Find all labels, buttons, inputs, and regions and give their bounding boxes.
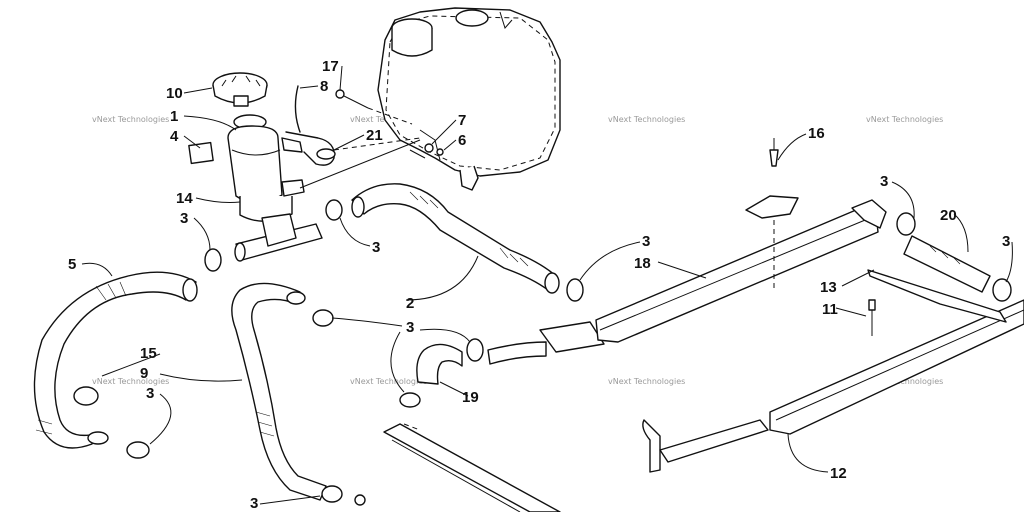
hose-upper (351, 183, 560, 294)
overflow-hose (285, 131, 335, 166)
hose-clamp (399, 392, 421, 408)
hose-clamp (73, 386, 99, 406)
callout-4[interactable]: 4 (170, 128, 179, 145)
callout-5[interactable]: 5 (68, 256, 76, 273)
callout-21[interactable]: 21 (366, 127, 383, 144)
rivet (745, 138, 799, 290)
callout-17[interactable]: 10 (166, 85, 183, 102)
leader-lines (81, 65, 1013, 505)
hose-clamp (312, 309, 334, 327)
watermark: vNext Technologies (350, 377, 427, 386)
bolt (335, 89, 413, 125)
callout-3[interactable]: 3 (406, 319, 414, 336)
short-hose (903, 235, 991, 293)
frame-rail (354, 423, 561, 512)
callout-3[interactable]: 3 (250, 495, 258, 512)
mount-line (333, 137, 421, 151)
hose-middle (231, 282, 327, 501)
watermark: vNext Technologies (866, 377, 943, 386)
callout-12[interactable]: 14 (176, 190, 193, 207)
callout-20[interactable]: 20 (940, 207, 957, 224)
watermark: vNext Technologies (866, 115, 943, 124)
callout-19[interactable]: 19 (462, 389, 479, 406)
callout-3[interactable]: 3 (880, 173, 888, 190)
hose-clamp (466, 338, 484, 362)
watermark: vNext Technologies (92, 115, 169, 124)
nut (436, 148, 444, 156)
callout-3[interactable]: 3 (372, 239, 380, 256)
radiator-cap (212, 72, 268, 107)
watermark: vNext Technologies (92, 377, 169, 386)
washer (424, 143, 434, 153)
callout-8[interactable]: 7 (458, 112, 466, 129)
callout-3[interactable]: 3 (180, 210, 188, 227)
callout-18[interactable]: 18 (634, 255, 651, 272)
hose-clamp (316, 148, 336, 160)
watermark: vNext Technologies (608, 377, 685, 386)
callout-10[interactable]: 9 (140, 365, 148, 382)
hose-clamp (204, 248, 222, 272)
callout-9[interactable]: 8 (320, 78, 328, 95)
elbow-hose (416, 321, 605, 385)
hose-clamps (73, 199, 1012, 503)
callout-11[interactable]: 12 (830, 465, 847, 482)
callout-3[interactable]: 3 (146, 385, 154, 402)
heat-exchanger-lower (642, 299, 1024, 473)
hose-left (33, 271, 198, 449)
callouts: 10 1 4 14 3 5 17 8 21 7 6 3 2 3 18 3 15 … (68, 58, 1010, 512)
hose-clamp (992, 278, 1012, 302)
callout-1[interactable]: 1 (170, 108, 178, 125)
overflow-hose-line (294, 85, 301, 133)
heat-exchanger-upper (595, 199, 887, 343)
callout-14[interactable]: 13 (820, 279, 837, 296)
coolant-reservoir (377, 7, 561, 191)
hose-clamp (566, 278, 584, 302)
hose-clamp (325, 199, 343, 221)
callout-2[interactable]: 2 (406, 295, 414, 312)
hose-clamp (126, 441, 150, 459)
mount-line (299, 139, 421, 189)
callout-16[interactable]: 16 (808, 125, 825, 142)
filler-neck (227, 114, 305, 222)
bracket (867, 269, 1007, 323)
tee-fitting (234, 213, 323, 262)
callout-13[interactable]: 15 (140, 345, 157, 362)
callout-3[interactable]: 3 (1002, 233, 1010, 250)
warning-decal (188, 141, 214, 165)
callout-3[interactable]: 3 (642, 233, 650, 250)
callout-15[interactable]: 17 (322, 58, 339, 75)
hose-clamp (321, 485, 343, 503)
hose-clamp (896, 212, 916, 236)
callout-7[interactable]: 6 (458, 132, 466, 149)
callout-6[interactable]: 11 (822, 301, 838, 318)
watermark: vNext Technologies (608, 115, 685, 124)
screw (868, 299, 876, 336)
